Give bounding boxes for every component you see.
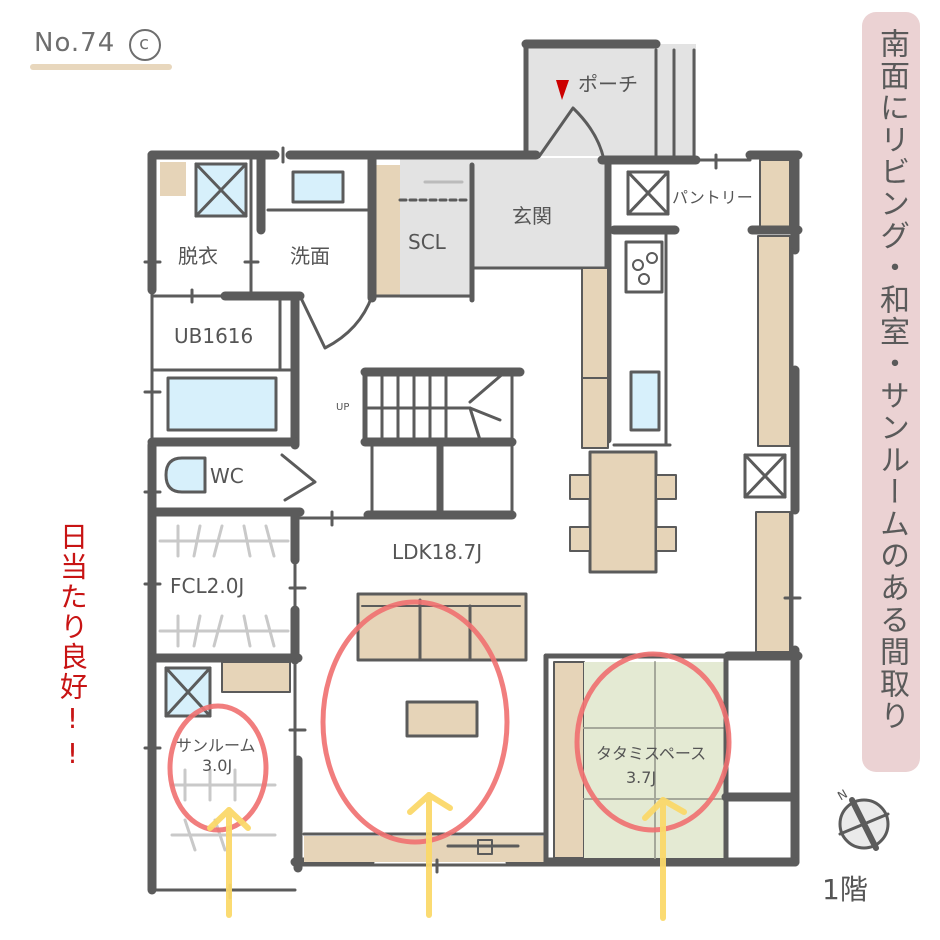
staircase bbox=[360, 367, 525, 520]
sunlight-note: 日当たり良好!! bbox=[56, 522, 89, 772]
label-washroom: 洗面 bbox=[290, 244, 330, 268]
label-dressing: 脱衣 bbox=[178, 244, 218, 268]
label-tatami-size: 3.7J bbox=[626, 768, 657, 787]
sunlight-arrows bbox=[207, 792, 687, 921]
label-tatami: タタミスペース bbox=[596, 744, 707, 763]
label-pantry: パントリー bbox=[672, 188, 753, 207]
label-bath: UB1616 bbox=[174, 324, 254, 348]
label-shoe-closet: SCL bbox=[408, 230, 446, 254]
dining-table bbox=[569, 450, 677, 574]
copyright-icon: c bbox=[128, 29, 161, 61]
label-family-closet: FCL2.0J bbox=[170, 574, 245, 598]
porch-area bbox=[521, 39, 696, 162]
living-highlight bbox=[320, 599, 510, 845]
entrance-area bbox=[400, 158, 608, 298]
door-ticks bbox=[143, 146, 802, 900]
tatami-space bbox=[543, 651, 803, 865]
family-closet bbox=[147, 507, 303, 665]
title-banner bbox=[862, 12, 920, 772]
kitchen-block bbox=[581, 159, 803, 653]
floor-label: 1階 bbox=[822, 873, 868, 906]
entry-marker-icon bbox=[556, 80, 569, 100]
title-text: 南面にリビング・和室・サンルームのある間取り bbox=[874, 28, 909, 732]
label-sunroom: サンルーム bbox=[176, 736, 256, 755]
label-porch: ポーチ bbox=[578, 72, 638, 96]
label-sunroom-size: 3.0J bbox=[202, 756, 233, 775]
living-furniture bbox=[302, 592, 546, 862]
plan-number-underline bbox=[30, 64, 172, 70]
bath-block bbox=[147, 150, 374, 520]
sunroom bbox=[164, 658, 303, 873]
label-toilet: WC bbox=[210, 464, 244, 488]
tatami-highlight bbox=[574, 651, 732, 833]
plan-number-text: No.74 bbox=[34, 28, 116, 58]
label-entrance: 玄関 bbox=[512, 204, 552, 228]
label-stairs-up: UP bbox=[336, 402, 350, 413]
compass-icon bbox=[838, 797, 890, 851]
highlight-circles bbox=[167, 599, 732, 845]
plan-number: No.74 c bbox=[34, 28, 161, 61]
label-ldk: LDK18.7J bbox=[392, 540, 483, 564]
sunroom-highlight bbox=[167, 703, 269, 833]
